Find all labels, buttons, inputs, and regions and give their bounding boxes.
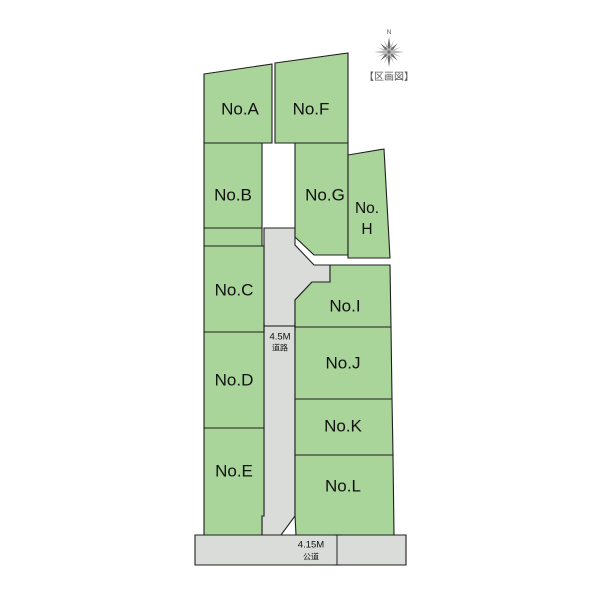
parcel-G-shape[interactable] (294, 142, 349, 256)
plan-caption: 【区画図】 (364, 71, 414, 83)
parcel-F-label: No.F (293, 99, 330, 118)
parcel-E-shape[interactable] (203, 427, 265, 536)
compass-rose-icon: N (374, 30, 404, 67)
parcel-K-label: No.K (324, 416, 362, 435)
interior-road-dimension: 4.5M 道路 (263, 322, 296, 353)
public-road-dimension: 4.15M 公道 (298, 534, 341, 566)
parcel-F-shape[interactable] (274, 52, 349, 144)
public-road-width-label: 4.15M (298, 540, 324, 551)
parcel-A-shape[interactable] (203, 63, 273, 144)
public-road-type-label: 公道 (303, 552, 319, 562)
compass-north-label: N (387, 30, 391, 36)
parcel-B-lower-extension[interactable] (203, 227, 263, 247)
parcel-H-shape[interactable] (347, 148, 391, 259)
interior-road-type-label: 道路 (272, 343, 288, 353)
parcel-H-label-line2: H (361, 221, 372, 238)
parcel-L-shape[interactable] (294, 454, 395, 536)
parcel-D-label: No.D (215, 370, 254, 389)
parcel-C-label: No.C (215, 280, 254, 299)
parcel-H-label-line1: No. (355, 200, 379, 217)
parcel-I-shape[interactable] (294, 264, 392, 328)
parcel-L-label: No.L (325, 476, 361, 495)
parcel-E-label: No.E (215, 461, 253, 480)
interior-road-width-label: 4.5M (269, 332, 290, 343)
parcel-J-label: No.J (326, 353, 361, 372)
parcel-B-label: No.B (214, 185, 252, 204)
parcel-I-label: No.I (329, 296, 360, 315)
parcel-G-label: No.G (305, 185, 345, 204)
parcel-A-label: No.A (221, 99, 259, 118)
